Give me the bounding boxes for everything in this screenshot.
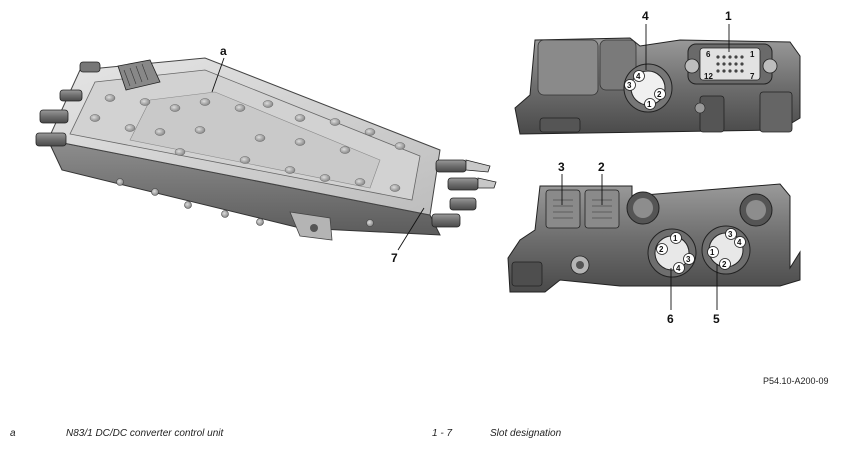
callout-7: 7: [391, 251, 398, 265]
connector-1-pin-labels: 6 1 12 7: [704, 50, 755, 81]
connector-1-pin: 12: [704, 72, 713, 81]
connector-5-pin: 1: [710, 248, 715, 257]
callout-4: 4: [642, 9, 649, 23]
connector-end-view-bottom: [507, 183, 801, 293]
connector-5-pin-labels: 3 4 1 2: [707, 228, 746, 270]
connector-4-pin: 2: [657, 90, 662, 99]
legend-key-a: a: [10, 428, 16, 439]
callout-5: 5: [713, 312, 720, 326]
connector-6-pin-labels: 1 2 3 4: [656, 232, 695, 274]
figure-reference: P54.10-A200-09: [763, 376, 829, 386]
connector-6-pin: 4: [676, 264, 681, 273]
connector-6-pin: 2: [659, 245, 664, 254]
connector-5-pin: 2: [722, 260, 727, 269]
connector-end-view-top: [514, 37, 801, 135]
connector-5-pin: 3: [728, 230, 733, 239]
legend-text-range: Slot designation: [490, 428, 562, 439]
connector-4-pin-labels: 4 3 2 1: [624, 70, 666, 110]
legend-key-range: 1 - 7: [432, 428, 453, 439]
connector-6-pin: 1: [673, 234, 678, 243]
leader-line-7: [397, 207, 425, 251]
connector-1-pin: 6: [706, 50, 711, 59]
connector-4-pin: 3: [627, 81, 632, 90]
callout-1: 1: [725, 9, 732, 23]
leader-line-a: [211, 57, 225, 93]
callout-6: 6: [667, 312, 674, 326]
connector-1-pin: 1: [750, 50, 755, 59]
legend-text-a: N83/1 DC/DC converter control unit: [66, 428, 224, 439]
connector-6-pin: 3: [686, 255, 691, 264]
callout-2: 2: [598, 160, 605, 174]
connector-5-pin: 4: [737, 238, 742, 247]
connector-1-pin: 7: [750, 72, 755, 81]
callout-a: a: [220, 44, 227, 58]
callout-3: 3: [558, 160, 565, 174]
connector-4-pin: 1: [647, 100, 652, 109]
connector-4-pin: 4: [636, 72, 641, 81]
dcdc-converter-unit: [35, 57, 497, 241]
